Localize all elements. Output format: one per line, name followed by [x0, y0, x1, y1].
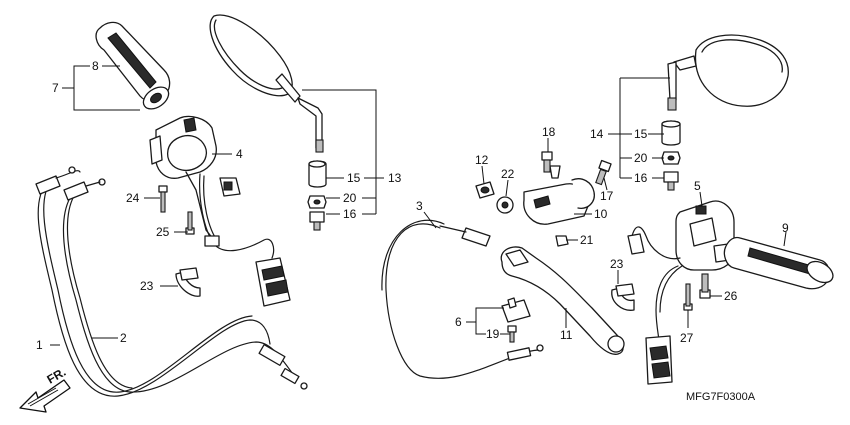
right-mirror-hardware [661, 120, 681, 191]
left-wire-harness [199, 173, 291, 307]
clutch-lever [500, 246, 625, 355]
callout-23-right: 23 [610, 257, 624, 271]
left-switch-housing [149, 115, 241, 241]
left-mirror [209, 14, 324, 153]
callout-13: 13 [388, 171, 402, 185]
callout-14: 14 [590, 127, 604, 141]
callout-25: 25 [156, 225, 170, 239]
callout-27: 27 [680, 331, 694, 345]
callout-4: 4 [236, 147, 243, 161]
callout-15-left: 15 [347, 171, 361, 185]
right-bolts [683, 273, 711, 311]
right-wire-harness [627, 226, 683, 385]
callout-12: 12 [475, 153, 489, 167]
callout-20-left: 20 [343, 191, 357, 205]
right-cable-clamp [611, 283, 635, 311]
right-grip [723, 236, 834, 290]
callout-8: 8 [92, 59, 99, 73]
callout-15-right: 15 [634, 127, 648, 141]
front-direction-arrow: FR. [19, 365, 71, 413]
clutch-switch [501, 297, 531, 343]
callout-16-right: 16 [634, 171, 648, 185]
lever-holder [523, 165, 595, 225]
left-mirror-hardware [307, 160, 327, 231]
right-switch-housing [675, 200, 735, 271]
callout-2: 2 [120, 331, 127, 345]
callout-24: 24 [126, 191, 140, 205]
callout-22: 22 [501, 167, 515, 181]
leader-lines [50, 65, 787, 346]
callout-1: 1 [36, 338, 43, 352]
callout-26: 26 [724, 289, 738, 303]
left-grip [95, 21, 171, 110]
callout-17: 17 [600, 189, 614, 203]
callout-16-left: 16 [343, 207, 357, 221]
left-cable-clamp [175, 267, 201, 297]
callout-labels: 1 2 3 4 5 6 7 8 9 10 11 12 13 14 15 15 1… [36, 59, 789, 352]
callout-5: 5 [694, 179, 701, 193]
callout-21: 21 [580, 233, 594, 247]
callout-11: 11 [560, 328, 573, 342]
diagram-code: MFG7F0300A [686, 391, 756, 403]
callout-23-left: 23 [140, 279, 154, 293]
left-bolts [158, 185, 195, 235]
callout-20-right: 20 [634, 151, 648, 165]
holder-hardware [475, 151, 612, 247]
callout-7: 7 [52, 81, 59, 95]
callout-19: 19 [486, 327, 500, 341]
callout-3: 3 [416, 199, 423, 213]
right-mirror [667, 34, 789, 111]
clutch-cable [381, 219, 544, 379]
callout-9: 9 [782, 221, 789, 235]
callout-18: 18 [542, 125, 556, 139]
throttle-cables [35, 166, 308, 397]
callout-10: 10 [594, 207, 608, 221]
callout-6: 6 [455, 315, 462, 329]
